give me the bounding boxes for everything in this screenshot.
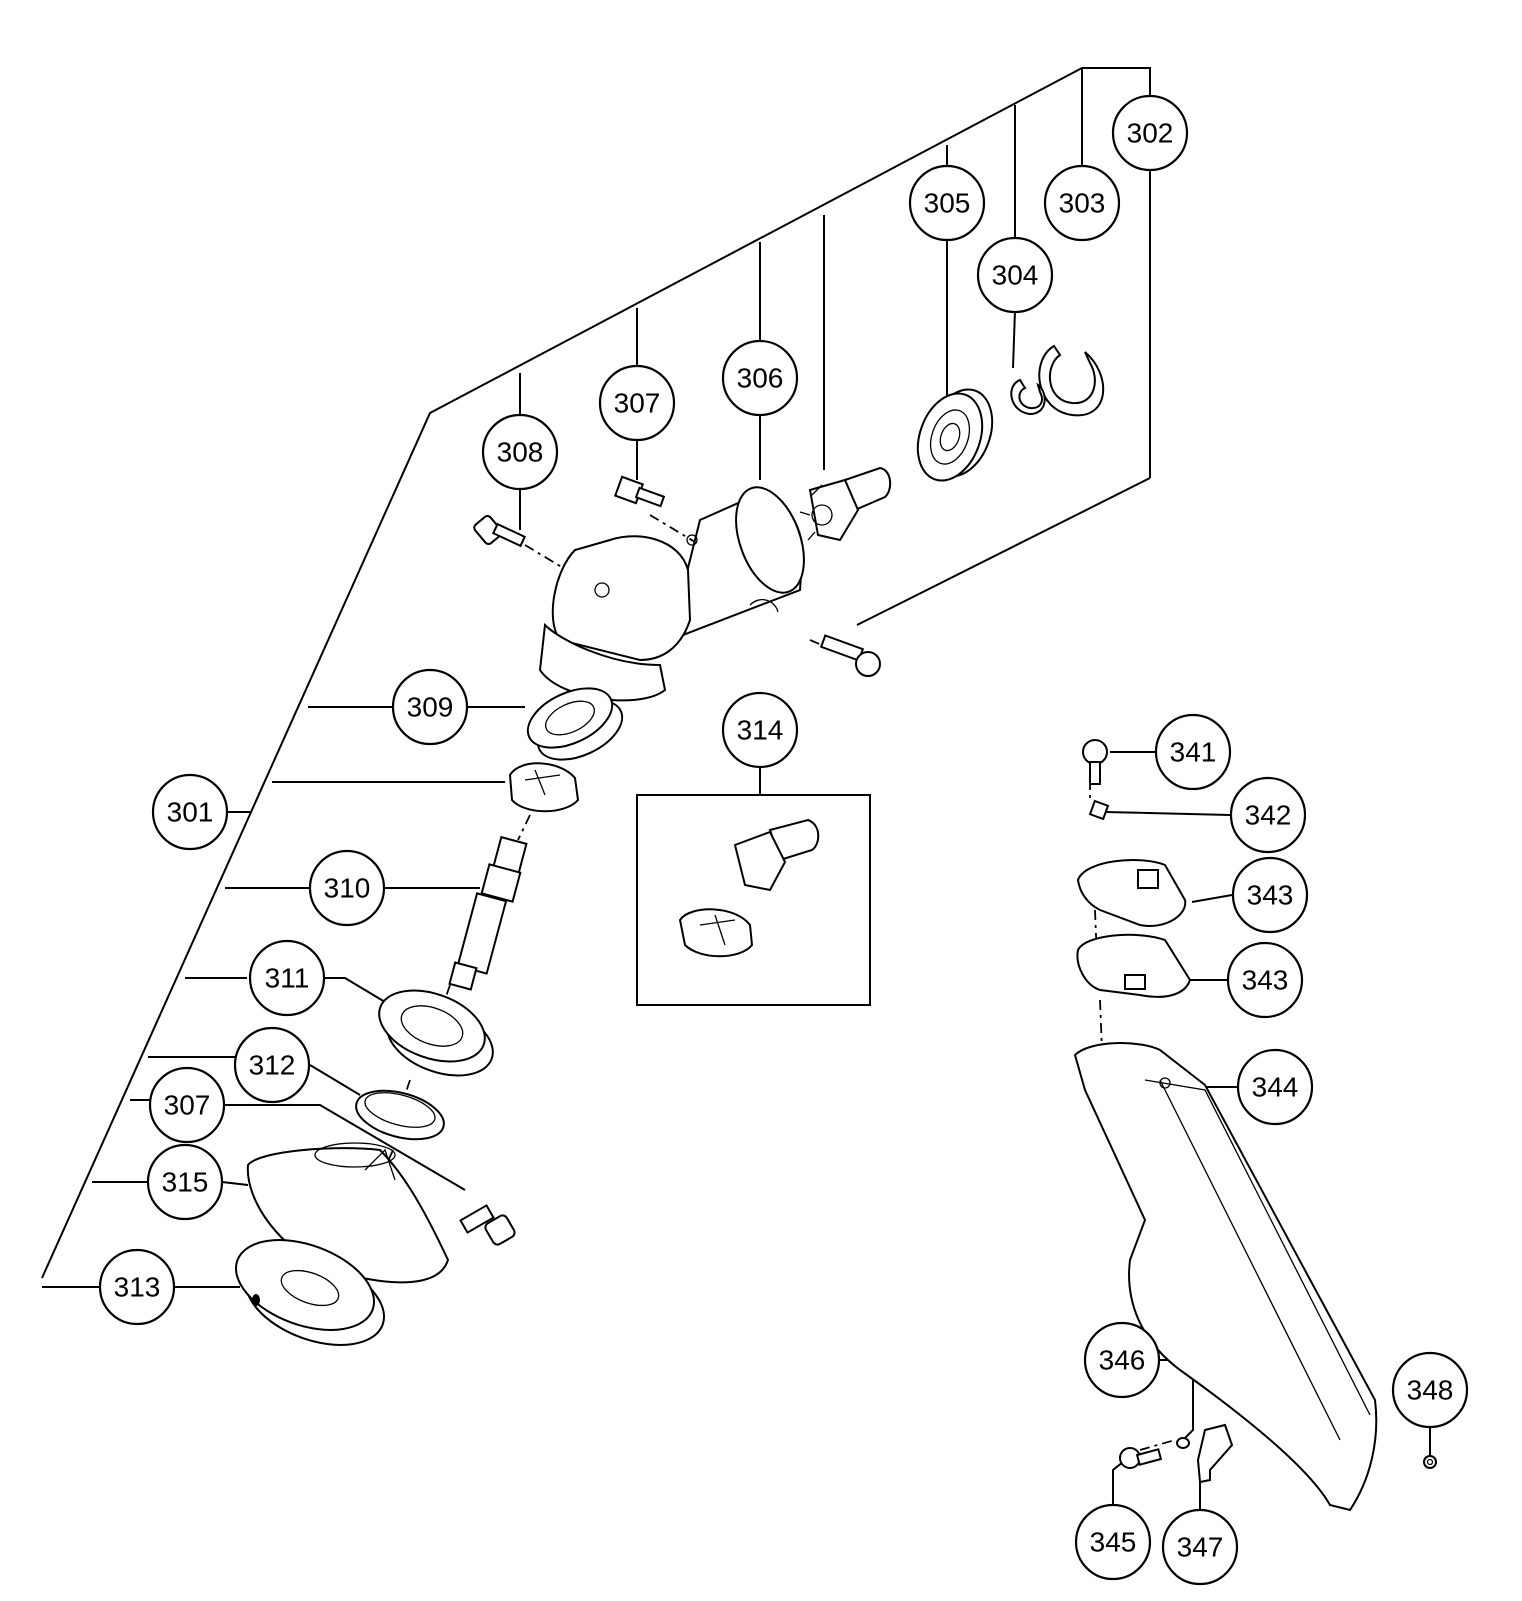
part-bevel-gear (508, 762, 580, 813)
callout-307-top: 307 (598, 364, 676, 442)
svg-text:311: 311 (265, 963, 310, 994)
callout-341: 341 (1154, 713, 1232, 791)
svg-text:302: 302 (1127, 118, 1174, 149)
part-343-clamp-upper (1076, 859, 1187, 927)
part-313-holder (234, 1239, 386, 1346)
svg-text:341: 341 (1170, 737, 1217, 768)
callout-304: 304 (976, 236, 1054, 314)
callout-346: 346 (1083, 1321, 1161, 1399)
part-309-bearing (526, 687, 624, 761)
svg-text:347: 347 (1177, 1532, 1224, 1563)
callout-313: 313 (98, 1248, 176, 1326)
part-314-gear-set (636, 794, 871, 1006)
callout-344: 344 (1236, 1048, 1314, 1126)
callout-303: 303 (1043, 164, 1121, 242)
svg-text:307: 307 (614, 388, 661, 419)
part-312-circlip (355, 1089, 445, 1141)
part-344-guard (1073, 1042, 1378, 1512)
svg-text:344: 344 (1252, 1072, 1299, 1103)
part-311-bearing (378, 989, 494, 1077)
part-305-bearing (916, 388, 994, 482)
svg-text:304: 304 (992, 260, 1039, 291)
svg-text:314: 314 (737, 715, 784, 746)
svg-text:305: 305 (924, 188, 971, 219)
leader-lines (41, 67, 1431, 1510)
callout-342: 342 (1229, 776, 1307, 854)
svg-text:310: 310 (324, 873, 371, 904)
callout-312: 312 (233, 1026, 311, 1104)
part-345-screw (1119, 1447, 1163, 1469)
part-342-nut (1088, 799, 1110, 821)
part-347-plate (1196, 1423, 1234, 1484)
callout-315: 315 (146, 1143, 224, 1221)
svg-text:301: 301 (167, 797, 214, 828)
callout-343-lower: 343 (1226, 941, 1304, 1019)
callout-302: 302 (1111, 94, 1189, 172)
svg-text:306: 306 (737, 363, 784, 394)
callout-308: 308 (481, 413, 559, 491)
svg-text:345: 345 (1090, 1527, 1137, 1558)
svg-text:343: 343 (1242, 965, 1289, 996)
callout-306: 306 (721, 339, 799, 417)
part-310-shaft (448, 835, 528, 991)
svg-text:308: 308 (497, 437, 544, 468)
part-306-pinion (799, 466, 892, 542)
svg-text:309: 309 (407, 692, 454, 723)
svg-text:313: 313 (114, 1272, 161, 1303)
callout-307-bottom: 307 (148, 1066, 226, 1144)
callout-314: 314 (721, 691, 799, 769)
part-348-nut (1423, 1455, 1437, 1469)
part-clamp-screw (819, 634, 881, 677)
part-307-screw (613, 475, 666, 508)
svg-text:315: 315 (162, 1167, 209, 1198)
callout-347: 347 (1161, 1508, 1239, 1586)
callout-310: 310 (308, 849, 386, 927)
svg-text:342: 342 (1245, 800, 1292, 831)
svg-text:348: 348 (1407, 1375, 1454, 1406)
svg-text:346: 346 (1099, 1345, 1146, 1376)
callout-301: 301 (151, 773, 229, 851)
part-303-circlip (1038, 344, 1105, 417)
part-341-bolt (1082, 739, 1108, 785)
callout-309: 309 (391, 668, 469, 746)
part-304-circlip (1010, 378, 1046, 416)
svg-text:312: 312 (249, 1050, 296, 1081)
svg-text:307: 307 (164, 1090, 211, 1121)
part-307-bolt (459, 1204, 516, 1246)
part-343-clamp-lower (1076, 933, 1192, 998)
part-gear-case (538, 486, 805, 702)
callout-343-upper: 343 (1231, 856, 1309, 934)
part-308-bolt (473, 515, 527, 548)
callout-305: 305 (908, 164, 986, 242)
svg-text:303: 303 (1059, 188, 1106, 219)
svg-text:343: 343 (1247, 880, 1294, 911)
callout-345: 345 (1074, 1503, 1152, 1581)
part-346-washer (1176, 1437, 1190, 1449)
callout-311: 311 (248, 939, 326, 1017)
callout-348: 348 (1391, 1351, 1469, 1429)
